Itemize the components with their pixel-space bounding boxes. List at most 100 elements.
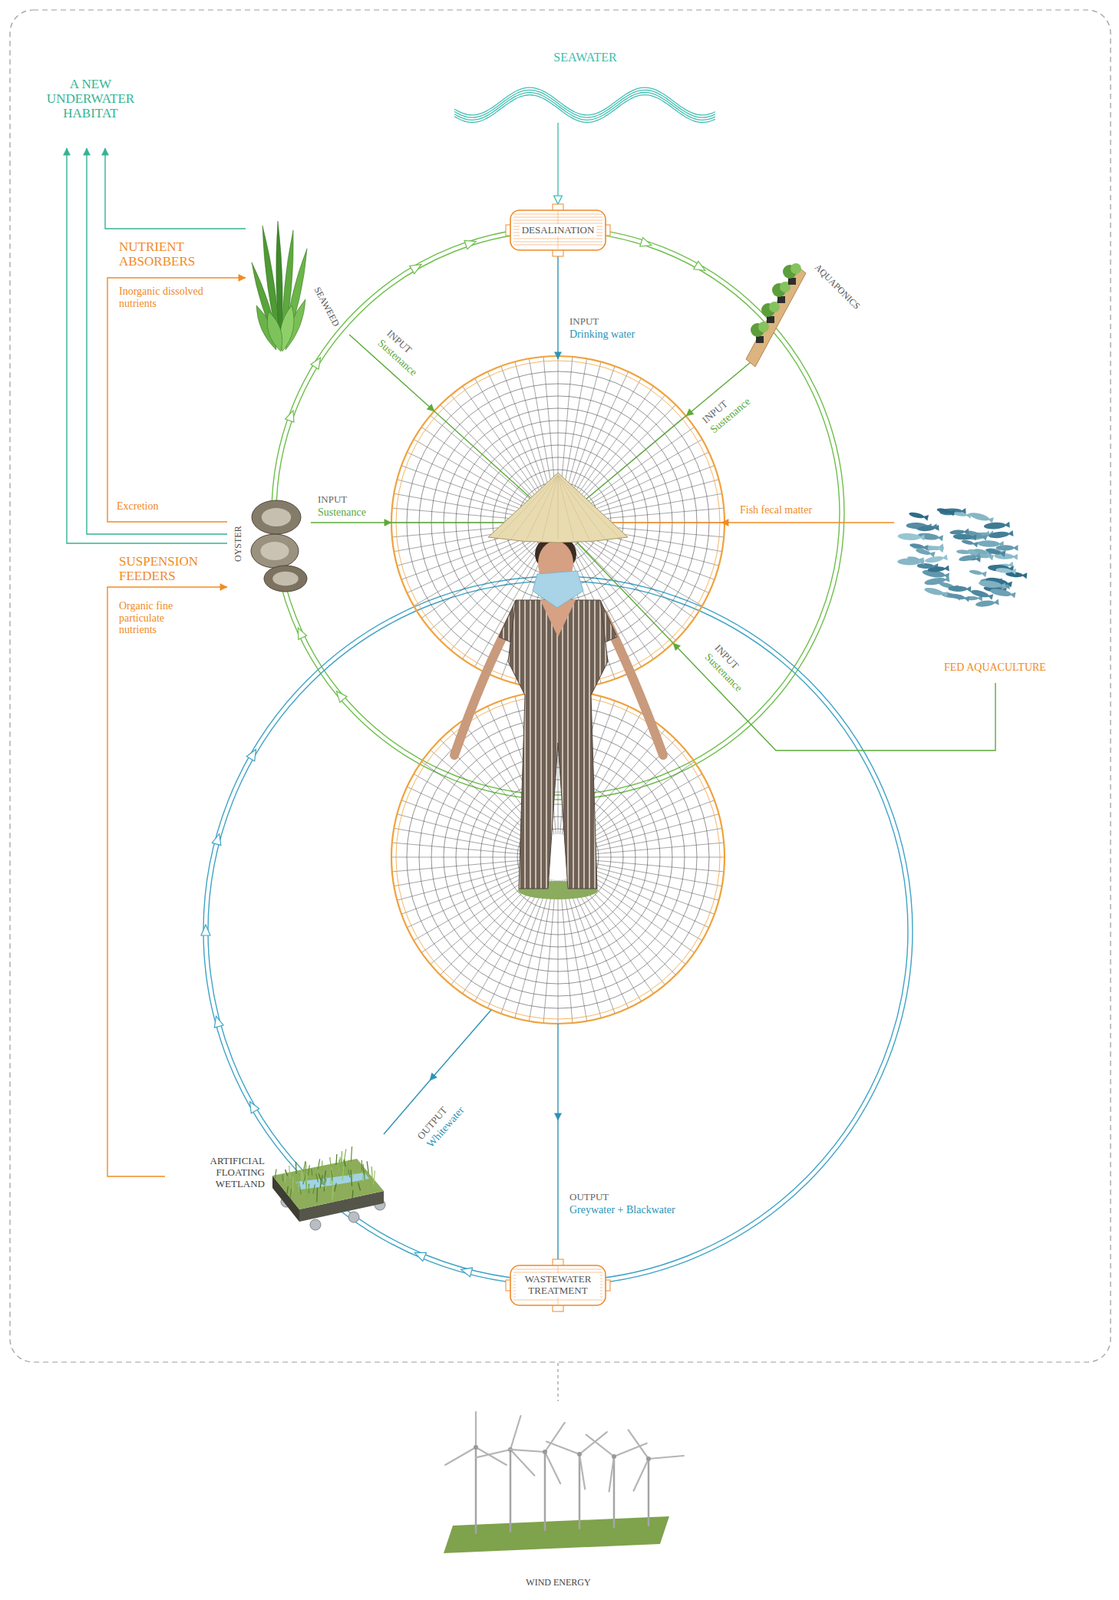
radial-grid bbox=[421, 427, 539, 510]
seawater-wave bbox=[454, 89, 716, 118]
fish-school bbox=[937, 534, 944, 542]
fish-school bbox=[963, 594, 970, 602]
floating-wetland bbox=[290, 1188, 292, 1199]
floating-wetland bbox=[369, 1180, 372, 1192]
floating-wetland bbox=[310, 1219, 321, 1231]
green-cycle-ring bbox=[285, 410, 294, 423]
fish-school bbox=[924, 586, 945, 597]
floating-wetland bbox=[316, 1188, 318, 1203]
flow-label: INPUT bbox=[567, 316, 601, 328]
fish-school bbox=[995, 567, 1013, 574]
wind-farm bbox=[473, 1445, 479, 1450]
oyster-icon bbox=[272, 571, 299, 587]
wind-farm bbox=[510, 1449, 535, 1476]
floating-wetland bbox=[321, 1160, 323, 1172]
flow-connector bbox=[107, 277, 246, 522]
fish-school bbox=[897, 532, 925, 542]
radial-grid bbox=[396, 479, 536, 517]
node-label: DESALINATION bbox=[519, 224, 598, 238]
floating-wetland bbox=[366, 1161, 369, 1173]
seawater-wave bbox=[454, 92, 716, 120]
floating-wetland bbox=[318, 1173, 321, 1181]
radial-grid bbox=[393, 861, 535, 886]
seaweed-icon bbox=[251, 221, 307, 352]
node-label: OYSTER bbox=[233, 525, 245, 562]
flow-label: Sustenance bbox=[316, 506, 368, 519]
wind-farm bbox=[647, 1458, 651, 1527]
wind-farm bbox=[443, 1412, 684, 1554]
wind-farm bbox=[445, 1447, 476, 1466]
oyster-icon bbox=[250, 534, 299, 568]
radial-grid bbox=[580, 842, 724, 855]
fish-school bbox=[921, 513, 929, 521]
node-label: FED AQUACULTURE bbox=[944, 661, 1047, 674]
fish-school bbox=[1003, 521, 1011, 529]
treatment-tank bbox=[510, 1265, 606, 1306]
wind-farm bbox=[579, 1454, 585, 1489]
person-figure bbox=[488, 472, 628, 543]
wind-farm bbox=[443, 1516, 670, 1554]
radial-grid bbox=[501, 366, 551, 502]
floating-wetland bbox=[306, 1184, 310, 1200]
floating-wetland bbox=[342, 1166, 344, 1181]
fish-school bbox=[988, 531, 1011, 540]
fish-school bbox=[960, 538, 979, 548]
flow-connector bbox=[557, 122, 558, 205]
floating-wetland bbox=[296, 1176, 298, 1191]
wind-farm bbox=[509, 1449, 512, 1533]
fish-school bbox=[984, 547, 1002, 556]
oyster-icon bbox=[260, 541, 289, 561]
person-figure bbox=[495, 475, 558, 540]
desalination-tank: DESALINATION bbox=[505, 204, 611, 257]
floating-wetland bbox=[332, 1186, 334, 1201]
floating-wetland bbox=[338, 1159, 340, 1176]
fish-school bbox=[948, 508, 955, 516]
fish-school bbox=[958, 554, 978, 563]
radial-grid bbox=[487, 371, 548, 502]
radial-grid bbox=[514, 879, 552, 1019]
seaweed-icon: SEAWEED bbox=[245, 219, 354, 354]
fish-school bbox=[897, 506, 1027, 608]
radial-grid bbox=[578, 786, 709, 848]
radial-grid bbox=[543, 880, 556, 1024]
flow-label: INPUT bbox=[316, 494, 349, 506]
person-figure bbox=[511, 475, 559, 540]
fish-school bbox=[965, 585, 971, 592]
fish-school bbox=[927, 564, 950, 573]
radial-grid bbox=[406, 867, 537, 928]
radial-grid bbox=[391, 857, 535, 859]
radial-grid bbox=[406, 532, 537, 594]
node-label: ARTIFICIAL FLOATING WETLAND bbox=[194, 1155, 265, 1191]
floating-wetland bbox=[343, 1159, 347, 1167]
fish-school bbox=[977, 540, 1004, 548]
desalination-tank bbox=[510, 210, 606, 251]
wind-farm bbox=[546, 1442, 580, 1455]
node-label: AQUAPONICS bbox=[812, 262, 862, 312]
blue-cycle-ring bbox=[201, 924, 211, 936]
floating-wetland bbox=[361, 1160, 363, 1172]
seaweed-icon bbox=[267, 311, 282, 352]
floating-wetland bbox=[317, 1158, 320, 1169]
floating-wetland bbox=[298, 1183, 300, 1192]
floating-wetland bbox=[313, 1185, 315, 1195]
treatment-tank: WASTEWATER TREATMENT bbox=[505, 1259, 611, 1312]
radial-grid bbox=[580, 863, 720, 901]
radial-grid bbox=[580, 859, 724, 872]
fish-school bbox=[917, 524, 939, 533]
fish-school bbox=[999, 582, 1006, 590]
floating-wetland bbox=[330, 1157, 332, 1169]
seawater-wave: SEAWATER bbox=[448, 46, 722, 123]
fish-school bbox=[996, 544, 1019, 552]
person-figure bbox=[557, 475, 575, 540]
person-figure bbox=[557, 475, 559, 540]
fish-school bbox=[947, 585, 971, 593]
floating-wetland bbox=[272, 1158, 384, 1210]
floating-wetland bbox=[272, 1146, 386, 1231]
floating-wetland bbox=[363, 1170, 366, 1180]
aquaponics-icon bbox=[746, 263, 806, 367]
wind-farm bbox=[646, 1456, 651, 1462]
fish-school: FED AQUACULTURE bbox=[894, 491, 1063, 684]
fish-school bbox=[924, 586, 949, 598]
wind-farm bbox=[648, 1455, 684, 1459]
